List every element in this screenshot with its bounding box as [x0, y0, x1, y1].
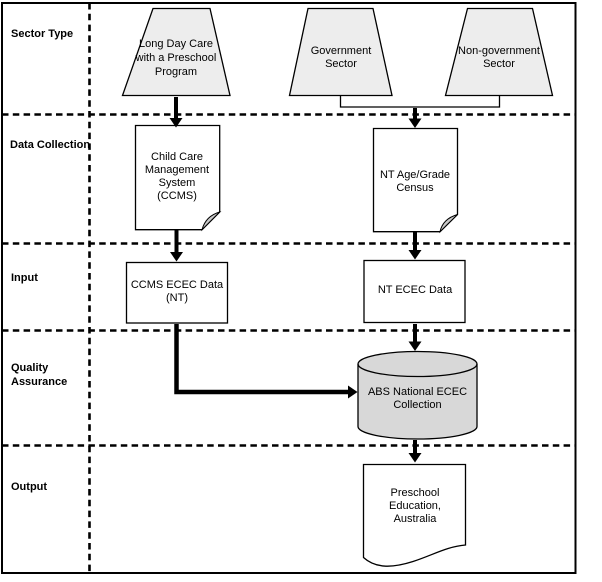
text-line: (NT)	[166, 292, 188, 304]
arrowhead-ccms-to-ccms-data	[170, 252, 183, 262]
text-line: Sector	[325, 58, 357, 70]
text-line: ABS National ECEC	[367, 386, 468, 398]
non-government-sector-label: Non-government Sector	[444, 45, 554, 71]
abs-collection-label: ABS National ECEC Collection	[357, 386, 478, 412]
lane-label-sector-type: Sector Type	[11, 28, 73, 42]
lane-label-quality-assurance: Quality Assurance	[11, 362, 67, 389]
text-line: System	[158, 177, 196, 189]
trapezoid-non-government-sector	[444, 7, 554, 97]
text-line: NT Age/Grade	[379, 169, 451, 181]
arrow-ccms-data-to-abs-elbow	[174, 324, 349, 395]
text-line: Program	[154, 66, 198, 78]
lane-label-data-collection: Data Collection	[10, 139, 90, 153]
text-line: Preschool	[390, 487, 440, 499]
text-line: Education,	[389, 500, 441, 512]
wavy-document-preschool-education	[362, 463, 467, 567]
arrowhead-sectors-to-census	[408, 118, 422, 128]
trapezoid-long-day-care	[121, 7, 231, 97]
preschool-education-label: Preschool Education, Australia	[364, 487, 466, 526]
lane-label-text: Data Collection	[10, 139, 91, 151]
nt-ecec-data-label: NT ECEC Data	[364, 284, 466, 297]
text-line: Government	[310, 45, 372, 57]
diagram-border	[1, 2, 577, 574]
rect-ccms-ecec-data	[125, 261, 229, 324]
text-line: Census	[396, 182, 434, 194]
document-nt-census-fold	[439, 214, 458, 234]
trapezoid-government-sector	[288, 7, 393, 97]
text-line: NT ECEC Data	[377, 284, 453, 296]
arrowhead-ccms-data-to-abs	[348, 385, 358, 399]
lane-label-input: Input	[11, 272, 38, 286]
text-line: (CCMS)	[157, 190, 197, 202]
lane-label-text: Output	[11, 481, 48, 493]
cylinder-abs-collection	[357, 350, 478, 440]
connector-sectors-bracket	[339, 96, 501, 108]
lane-label-text: Input	[11, 272, 38, 284]
arrow-lines	[174, 97, 417, 454]
text-line: Management	[144, 164, 210, 176]
text-line: Child Care	[151, 151, 203, 163]
text-line: Sector	[483, 58, 515, 70]
text-line: Non-government	[458, 45, 540, 57]
long-day-care-label: Long Day Care with a Preschool Program	[116, 37, 236, 79]
arrowhead-ldc-to-ccms	[169, 118, 183, 128]
text-line: Collection	[393, 399, 442, 411]
arrowhead-census-to-nt-data	[408, 250, 422, 260]
arrowheads	[169, 118, 422, 463]
rect-nt-ecec-data	[363, 259, 466, 324]
ccms-label: Child Care Management System (CCMS)	[127, 151, 227, 203]
text-line: Long Day Care	[139, 38, 213, 50]
document-ccms-fold	[201, 211, 221, 232]
text-line: CCMS ECEC Data	[130, 279, 224, 291]
arrowhead-nt-data-to-abs	[408, 341, 422, 351]
cylinder-abs-collection-rim	[357, 363, 478, 378]
arrowhead-abs-to-output	[408, 453, 422, 463]
government-sector-label: Government Sector	[291, 45, 391, 71]
nt-census-label: NT Age/Grade Census	[365, 169, 465, 195]
text-line: Australia	[393, 513, 437, 525]
ccms-ecec-data-label: CCMS ECEC Data (NT)	[126, 279, 228, 305]
lane-label-text: Quality	[11, 362, 49, 374]
text-line: with a Preschool	[135, 52, 217, 64]
lane-label-text: Assurance	[11, 375, 68, 388]
lane-label-text: Sector Type	[11, 28, 74, 40]
lane-label-output: Output	[11, 481, 47, 495]
